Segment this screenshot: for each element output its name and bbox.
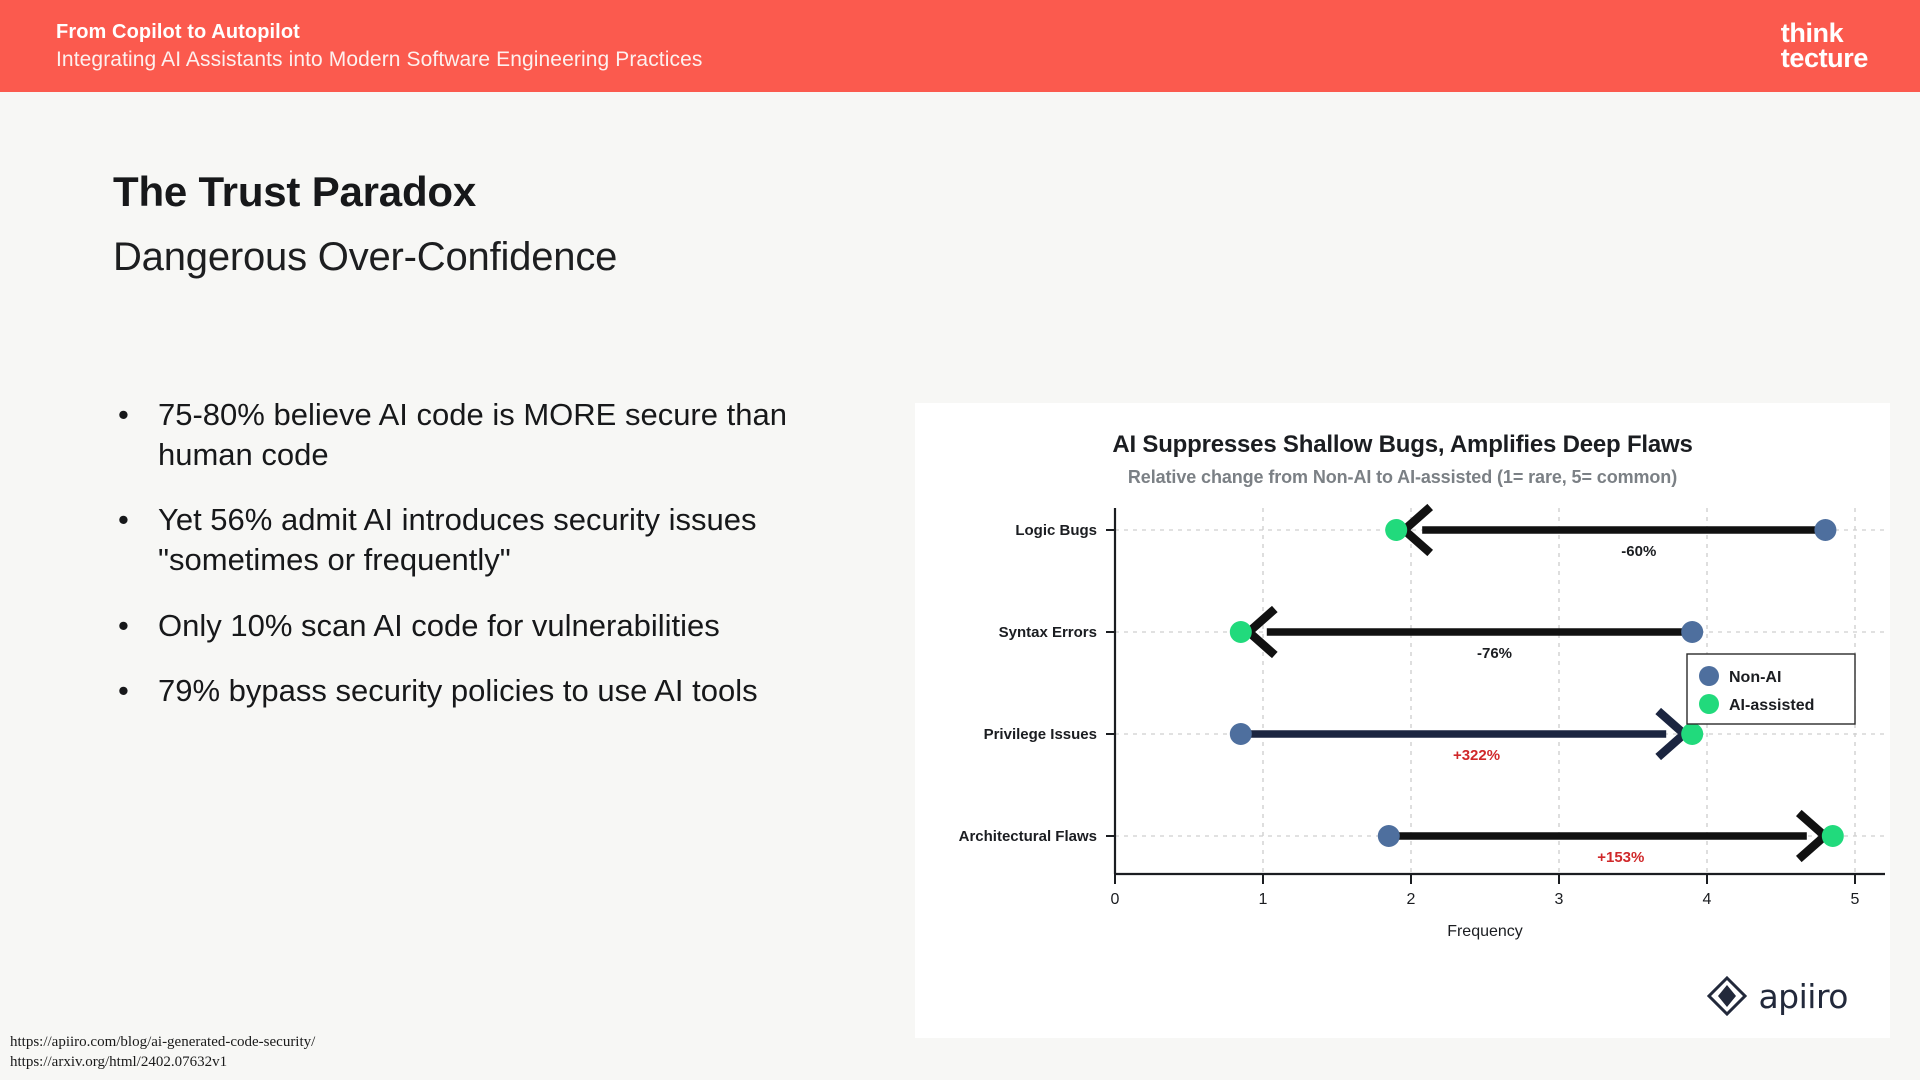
apiiro-diamond-icon — [1707, 976, 1748, 1016]
svg-text:Privilege Issues: Privilege Issues — [984, 726, 1097, 743]
header-text-group: From Copilot to Autopilot Integrating AI… — [0, 21, 702, 72]
title-block: The Trust Paradox Dangerous Over-Confide… — [113, 168, 617, 280]
svg-text:3: 3 — [1555, 891, 1564, 908]
svg-text:AI-assisted: AI-assisted — [1729, 697, 1814, 714]
svg-text:-76%: -76% — [1477, 645, 1512, 662]
chart-card: AI Suppresses Shallow Bugs, Amplifies De… — [915, 403, 1890, 1038]
list-item: • 79% bypass security policies to use AI… — [110, 671, 890, 711]
chart-subtitle: Relative change from Non-AI to AI-assist… — [1127, 467, 1678, 487]
brand-logo-line2: tecture — [1780, 43, 1869, 73]
chart-header: AI Suppresses Shallow Bugs, Amplifies De… — [915, 403, 1890, 488]
source-link-apiiro[interactable]: https://apiiro.com/blog/ai-generated-cod… — [10, 1033, 316, 1050]
source-link-arxiv[interactable]: https://arxiv.org/html/2402.07632v1 — [10, 1053, 228, 1070]
list-item: • Only 10% scan AI code for vulnerabilit… — [110, 606, 890, 646]
svg-text:Frequency: Frequency — [1447, 923, 1523, 940]
svg-text:1: 1 — [1259, 891, 1268, 908]
page-title: The Trust Paradox — [113, 168, 477, 215]
header-subtitle: Integrating AI Assistants into Modern So… — [56, 47, 703, 71]
bullet-marker-icon: • — [118, 397, 129, 432]
list-item-label: 79% bypass security policies to use AI t… — [158, 673, 758, 709]
svg-text:4: 4 — [1703, 891, 1712, 908]
header-title: From Copilot to Autopilot — [56, 20, 300, 43]
svg-text:Non-AI: Non-AI — [1729, 669, 1781, 686]
bullet-marker-icon: • — [118, 502, 129, 538]
svg-text:Logic Bugs: Logic Bugs — [1015, 522, 1097, 539]
svg-text:5: 5 — [1851, 891, 1860, 908]
list-item: • Yet 56% admit AI introduces security i… — [110, 500, 890, 579]
page-subtitle: Dangerous Over-Confidence — [113, 235, 618, 279]
brand-logo-line1: think — [1780, 17, 1844, 48]
svg-text:+322%: +322% — [1453, 747, 1500, 764]
svg-text:Architectural Flaws: Architectural Flaws — [959, 828, 1097, 845]
svg-text:+153%: +153% — [1597, 849, 1644, 866]
slide-header: From Copilot to Autopilot Integrating AI… — [0, 0, 1920, 92]
bullet-marker-icon: • — [118, 673, 129, 709]
svg-text:0: 0 — [1111, 891, 1120, 908]
svg-text:2: 2 — [1407, 891, 1416, 908]
bullet-list: • 75-80% believe AI code is MORE secure … — [110, 395, 890, 737]
list-item-label: Only 10% scan AI code for vulnerabilitie… — [158, 607, 720, 643]
svg-text:Syntax Errors: Syntax Errors — [999, 624, 1097, 641]
bullet-marker-icon: • — [118, 607, 129, 643]
apiiro-logo: apiiro — [1707, 976, 1848, 1016]
chart-title: AI Suppresses Shallow Bugs, Amplifies De… — [1112, 431, 1693, 458]
footer-source-links: https://apiiro.com/blog/ai-generated-cod… — [10, 1032, 315, 1073]
list-item-label: 75-80% believe AI code is MORE secure th… — [158, 397, 787, 472]
thinktecture-logo: think tecture — [1780, 17, 1920, 73]
list-item-label: Yet 56% admit AI introduces security iss… — [158, 502, 757, 578]
apiiro-wordmark: apiiro — [1758, 976, 1848, 1016]
svg-text:-60%: -60% — [1621, 543, 1656, 560]
list-item: • 75-80% believe AI code is MORE secure … — [110, 395, 890, 474]
